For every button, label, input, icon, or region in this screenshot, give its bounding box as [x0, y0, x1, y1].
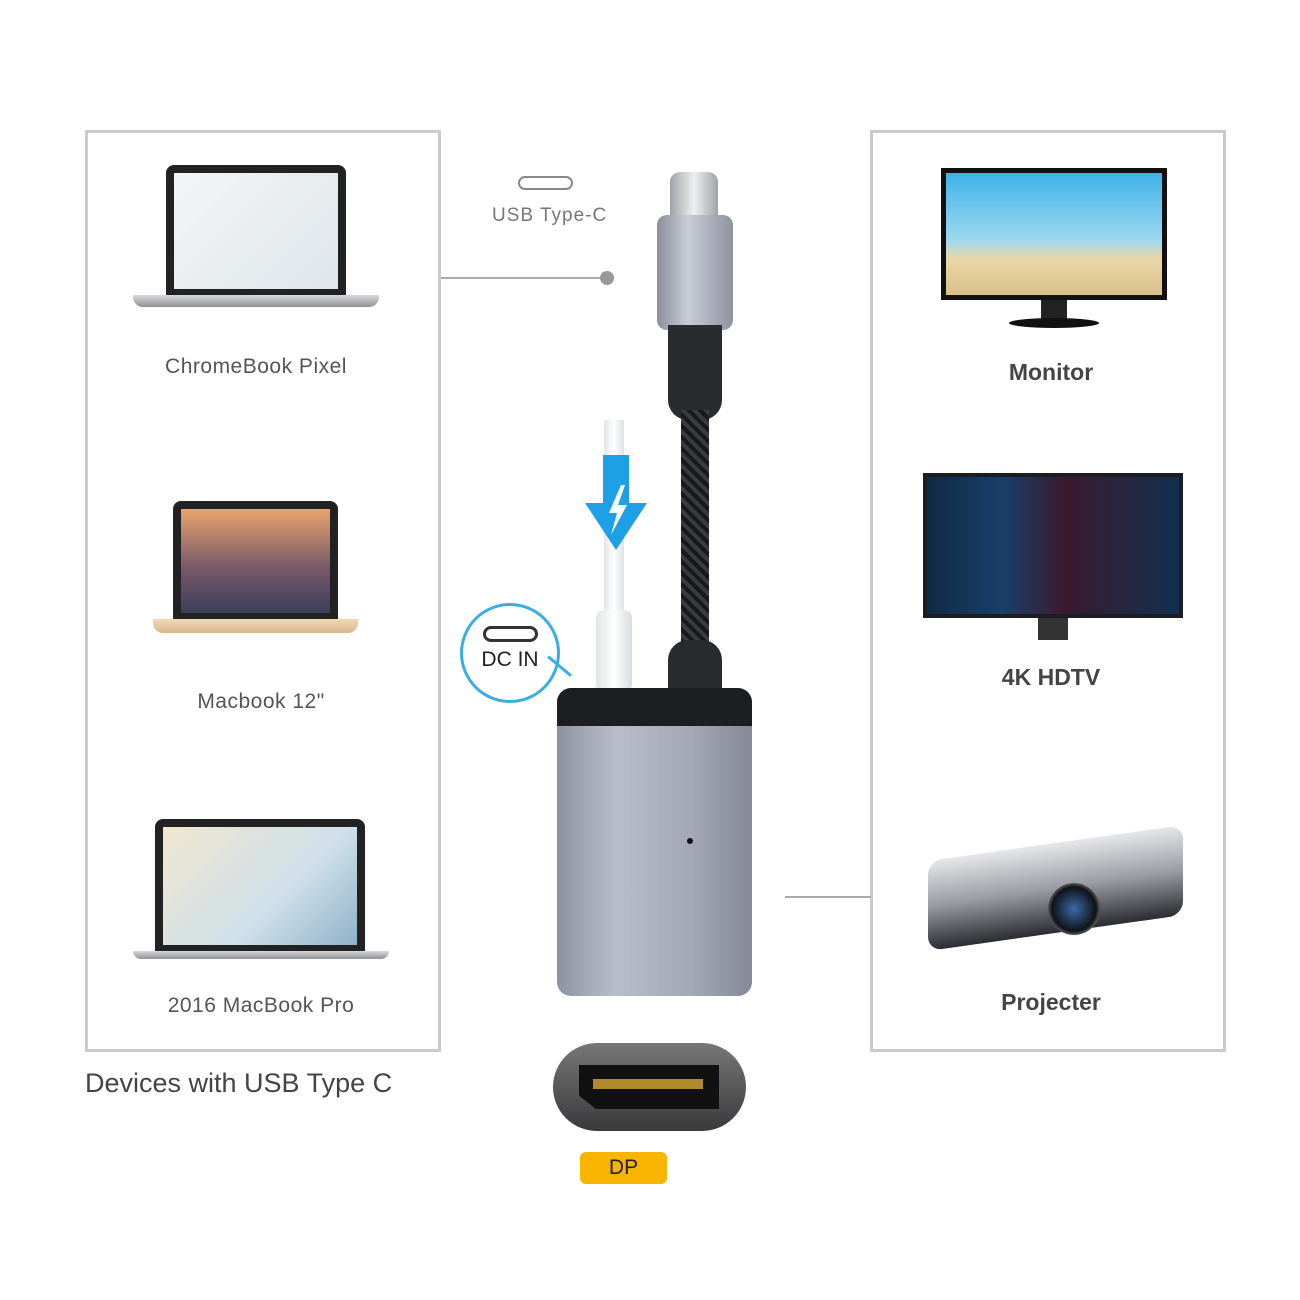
dp-badge: DP	[580, 1152, 667, 1184]
usb-c-plug-housing	[657, 215, 733, 330]
monitor-image	[941, 168, 1169, 338]
dc-in-callout: DC IN	[460, 603, 560, 703]
adapter-body	[557, 726, 752, 996]
adapter-top-cap	[557, 688, 752, 728]
chromebook-pixel-image	[133, 165, 383, 335]
device-label: Projecter	[1001, 989, 1101, 1015]
connection-line-left	[441, 277, 607, 279]
hdtv-image	[923, 473, 1185, 648]
status-led	[687, 838, 693, 844]
source-devices-panel: ChromeBook Pixel Macbook 12" 2016 MacBoo…	[85, 130, 441, 1052]
plug-strain-relief	[668, 325, 722, 420]
charging-plug	[596, 610, 632, 692]
macbook-12-image	[153, 501, 363, 671]
source-devices-caption: Devices with USB Type C	[85, 1068, 393, 1098]
usb-type-c-label: USB Type-C	[492, 205, 608, 226]
macbook-pro-2016-image	[133, 819, 393, 969]
display-devices-panel: Monitor 4K HDTV Projecter	[870, 130, 1226, 1052]
connection-line-right	[785, 896, 871, 898]
charging-arrow-icon	[585, 455, 647, 550]
device-label: Monitor	[1008, 359, 1094, 385]
dc-in-label: DC IN	[481, 648, 539, 671]
projector-image	[928, 823, 1188, 953]
device-label: ChromeBook Pixel	[165, 355, 347, 378]
device-label: Macbook 12"	[197, 690, 325, 713]
usb-c-port-icon	[518, 176, 573, 190]
connection-dot	[600, 271, 614, 285]
braided-cable	[681, 410, 709, 660]
device-label: 2016 MacBook Pro	[167, 994, 355, 1017]
device-label: 4K HDTV	[1001, 664, 1101, 690]
usb-c-port-icon	[483, 626, 538, 642]
displayport-port-image	[553, 1043, 746, 1131]
